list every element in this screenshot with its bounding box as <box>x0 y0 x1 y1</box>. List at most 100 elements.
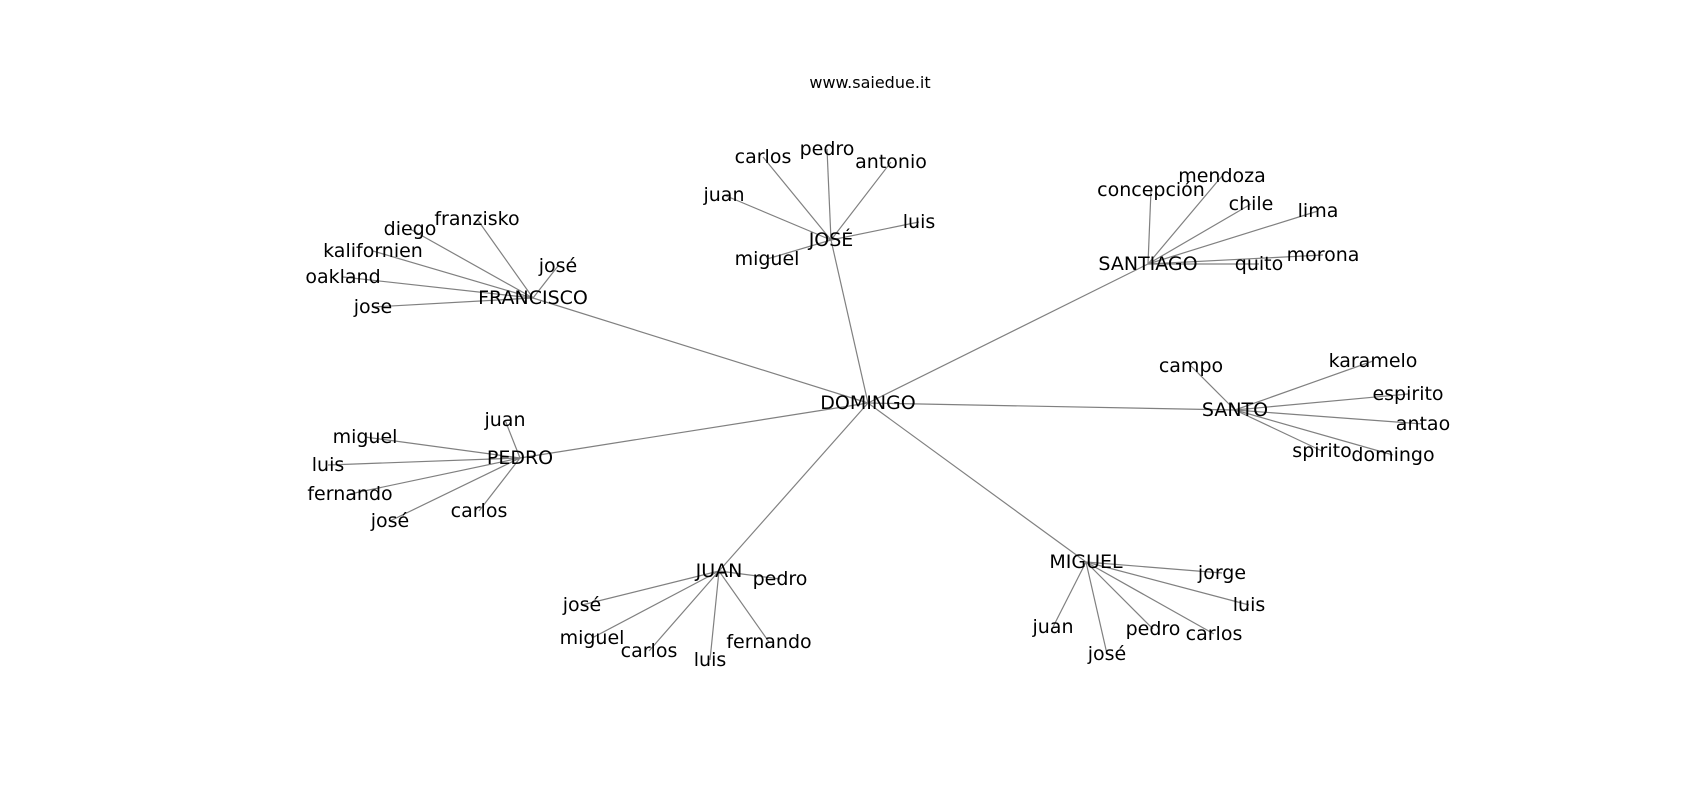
leaf-node-label: franzisko <box>434 208 519 230</box>
leaf-node-label: pedro <box>1126 618 1181 640</box>
edge-hub-6-leaf-2 <box>581 570 720 606</box>
leaf-node-label: spirito <box>1292 440 1351 462</box>
edge-hub-4-leaf-1 <box>1190 365 1236 411</box>
hub-node-label: PEDRO <box>487 447 553 469</box>
leaf-node-label: luis <box>312 454 345 476</box>
edge-hub-1-leaf-1 <box>762 156 832 241</box>
edge-hub-6-leaf-3 <box>591 570 720 639</box>
leaf-node-label: carlos <box>451 500 508 522</box>
edge-hub-3-leaf-2 <box>1147 175 1223 265</box>
edge-hub-6-leaf-4 <box>648 570 720 652</box>
leaf-node-label: quito <box>1235 253 1283 275</box>
leaf-node-label: antonio <box>855 151 927 173</box>
leaf-node-label: kalifornien <box>323 240 423 262</box>
edge-hub-4-leaf-3 <box>1234 393 1409 411</box>
edge-hub-5-leaf-1 <box>504 419 521 459</box>
hub-node-label: SANTO <box>1202 399 1268 421</box>
hub-node-label: MIGUEL <box>1049 551 1123 573</box>
hub-node-label: FRANCISCO <box>478 287 588 309</box>
edge-hub-5-leaf-6 <box>478 457 521 512</box>
graph-edges <box>327 148 1424 661</box>
leaf-node-label: luis <box>903 211 936 233</box>
edge-hub-7-leaf-5 <box>1085 561 1215 635</box>
leaf-node-label: miguel <box>333 426 398 448</box>
leaf-node-label: josé <box>538 255 578 277</box>
hub-node-label: JUAN <box>695 560 743 582</box>
root-node-label: DOMINGO <box>820 392 915 414</box>
edge-hub-1-leaf-4 <box>723 194 832 241</box>
leaf-node-label: espirito <box>1372 383 1443 405</box>
leaf-node-label: carlos <box>1186 623 1243 645</box>
leaf-node-label: josé <box>562 594 602 616</box>
leaf-node-label: fernando <box>726 631 811 653</box>
edge-hub-1-leaf-2 <box>826 148 832 241</box>
edge-hub-2-leaf-2 <box>409 228 534 299</box>
edge-hub-3-leaf-5 <box>1147 254 1324 265</box>
edge-hub-7-leaf-3 <box>1052 561 1087 628</box>
edge-hub-5-leaf-4 <box>349 457 521 495</box>
leaf-node-label: diego <box>384 218 437 240</box>
edge-hub-5-leaf-5 <box>389 457 521 522</box>
edge-hub-5-leaf-2 <box>364 436 521 459</box>
edge-root-7 <box>867 402 1087 563</box>
leaf-node-label: chile <box>1229 193 1274 215</box>
leaf-node-label: miguel <box>560 627 625 649</box>
edge-hub-2-leaf-6 <box>372 297 534 308</box>
edge-hub-7-leaf-1 <box>1085 561 1223 574</box>
edge-hub-4-leaf-2 <box>1234 360 1374 411</box>
leaf-node-label: luis <box>1233 594 1266 616</box>
hub-node-label: SANTIAGO <box>1098 253 1197 275</box>
edge-hub-3-leaf-3 <box>1147 203 1252 265</box>
edge-root-2 <box>532 297 869 404</box>
leaf-node-label: carlos <box>621 640 678 662</box>
leaf-node-label: josé <box>370 510 410 532</box>
leaf-node-label: juan <box>1031 616 1073 638</box>
leaf-node-label: domingo <box>1351 444 1434 466</box>
leaf-node-label: juan <box>702 184 744 206</box>
leaf-node-label: pedro <box>800 138 855 160</box>
hub-node-label: JOSÉ <box>808 228 854 251</box>
leaf-node-label: mendoza <box>1178 165 1266 187</box>
edge-hub-2-leaf-3 <box>372 250 534 299</box>
leaf-node-label: concepción <box>1097 179 1205 201</box>
edge-root-3 <box>867 263 1149 404</box>
edge-hub-6-leaf-6 <box>718 570 770 643</box>
edge-hub-4-leaf-4 <box>1234 409 1424 425</box>
leaf-node-label: lima <box>1298 200 1339 222</box>
edge-hub-4-leaf-6 <box>1234 409 1394 456</box>
edge-hub-7-leaf-4 <box>1085 561 1154 630</box>
leaf-node-label: karamelo <box>1329 350 1418 372</box>
leaf-node-label: carlos <box>735 146 792 168</box>
leaf-node-label: juan <box>483 409 525 431</box>
edge-root-6 <box>718 402 869 572</box>
leaf-node-label: miguel <box>735 248 800 270</box>
edge-hub-5-leaf-3 <box>327 457 521 466</box>
leaf-node-label: josé <box>1087 643 1127 665</box>
leaf-node-label: jorge <box>1197 562 1246 584</box>
edge-hub-1-leaf-5 <box>830 221 920 241</box>
edge-hub-6-leaf-5 <box>709 570 720 661</box>
edge-hub-3-leaf-4 <box>1147 210 1319 265</box>
page-title: www.saiedue.it <box>809 73 930 92</box>
leaf-node-label: luis <box>694 649 727 671</box>
leaf-node-label: pedro <box>753 568 808 590</box>
leaf-node-label: antao <box>1396 413 1450 435</box>
leaf-node-label: jose <box>353 296 393 318</box>
edge-hub-4-leaf-5 <box>1234 409 1323 452</box>
edge-hub-7-leaf-6 <box>1085 561 1108 655</box>
edge-hub-2-leaf-1 <box>476 218 534 299</box>
edge-hub-3-leaf-1 <box>1147 189 1152 265</box>
edge-hub-6-leaf-1 <box>718 570 781 580</box>
edge-hub-2-leaf-5 <box>342 276 534 299</box>
edge-hub-1-leaf-6 <box>766 239 832 260</box>
edge-hub-1-leaf-3 <box>830 161 892 241</box>
edge-root-4 <box>867 402 1236 411</box>
leaf-node-label: fernando <box>307 483 392 505</box>
leaf-node-label: oakland <box>305 266 380 288</box>
edge-root-1 <box>830 239 869 404</box>
edge-root-5 <box>519 402 869 459</box>
edge-hub-7-leaf-2 <box>1085 561 1250 606</box>
edge-hub-2-leaf-4 <box>532 265 559 299</box>
